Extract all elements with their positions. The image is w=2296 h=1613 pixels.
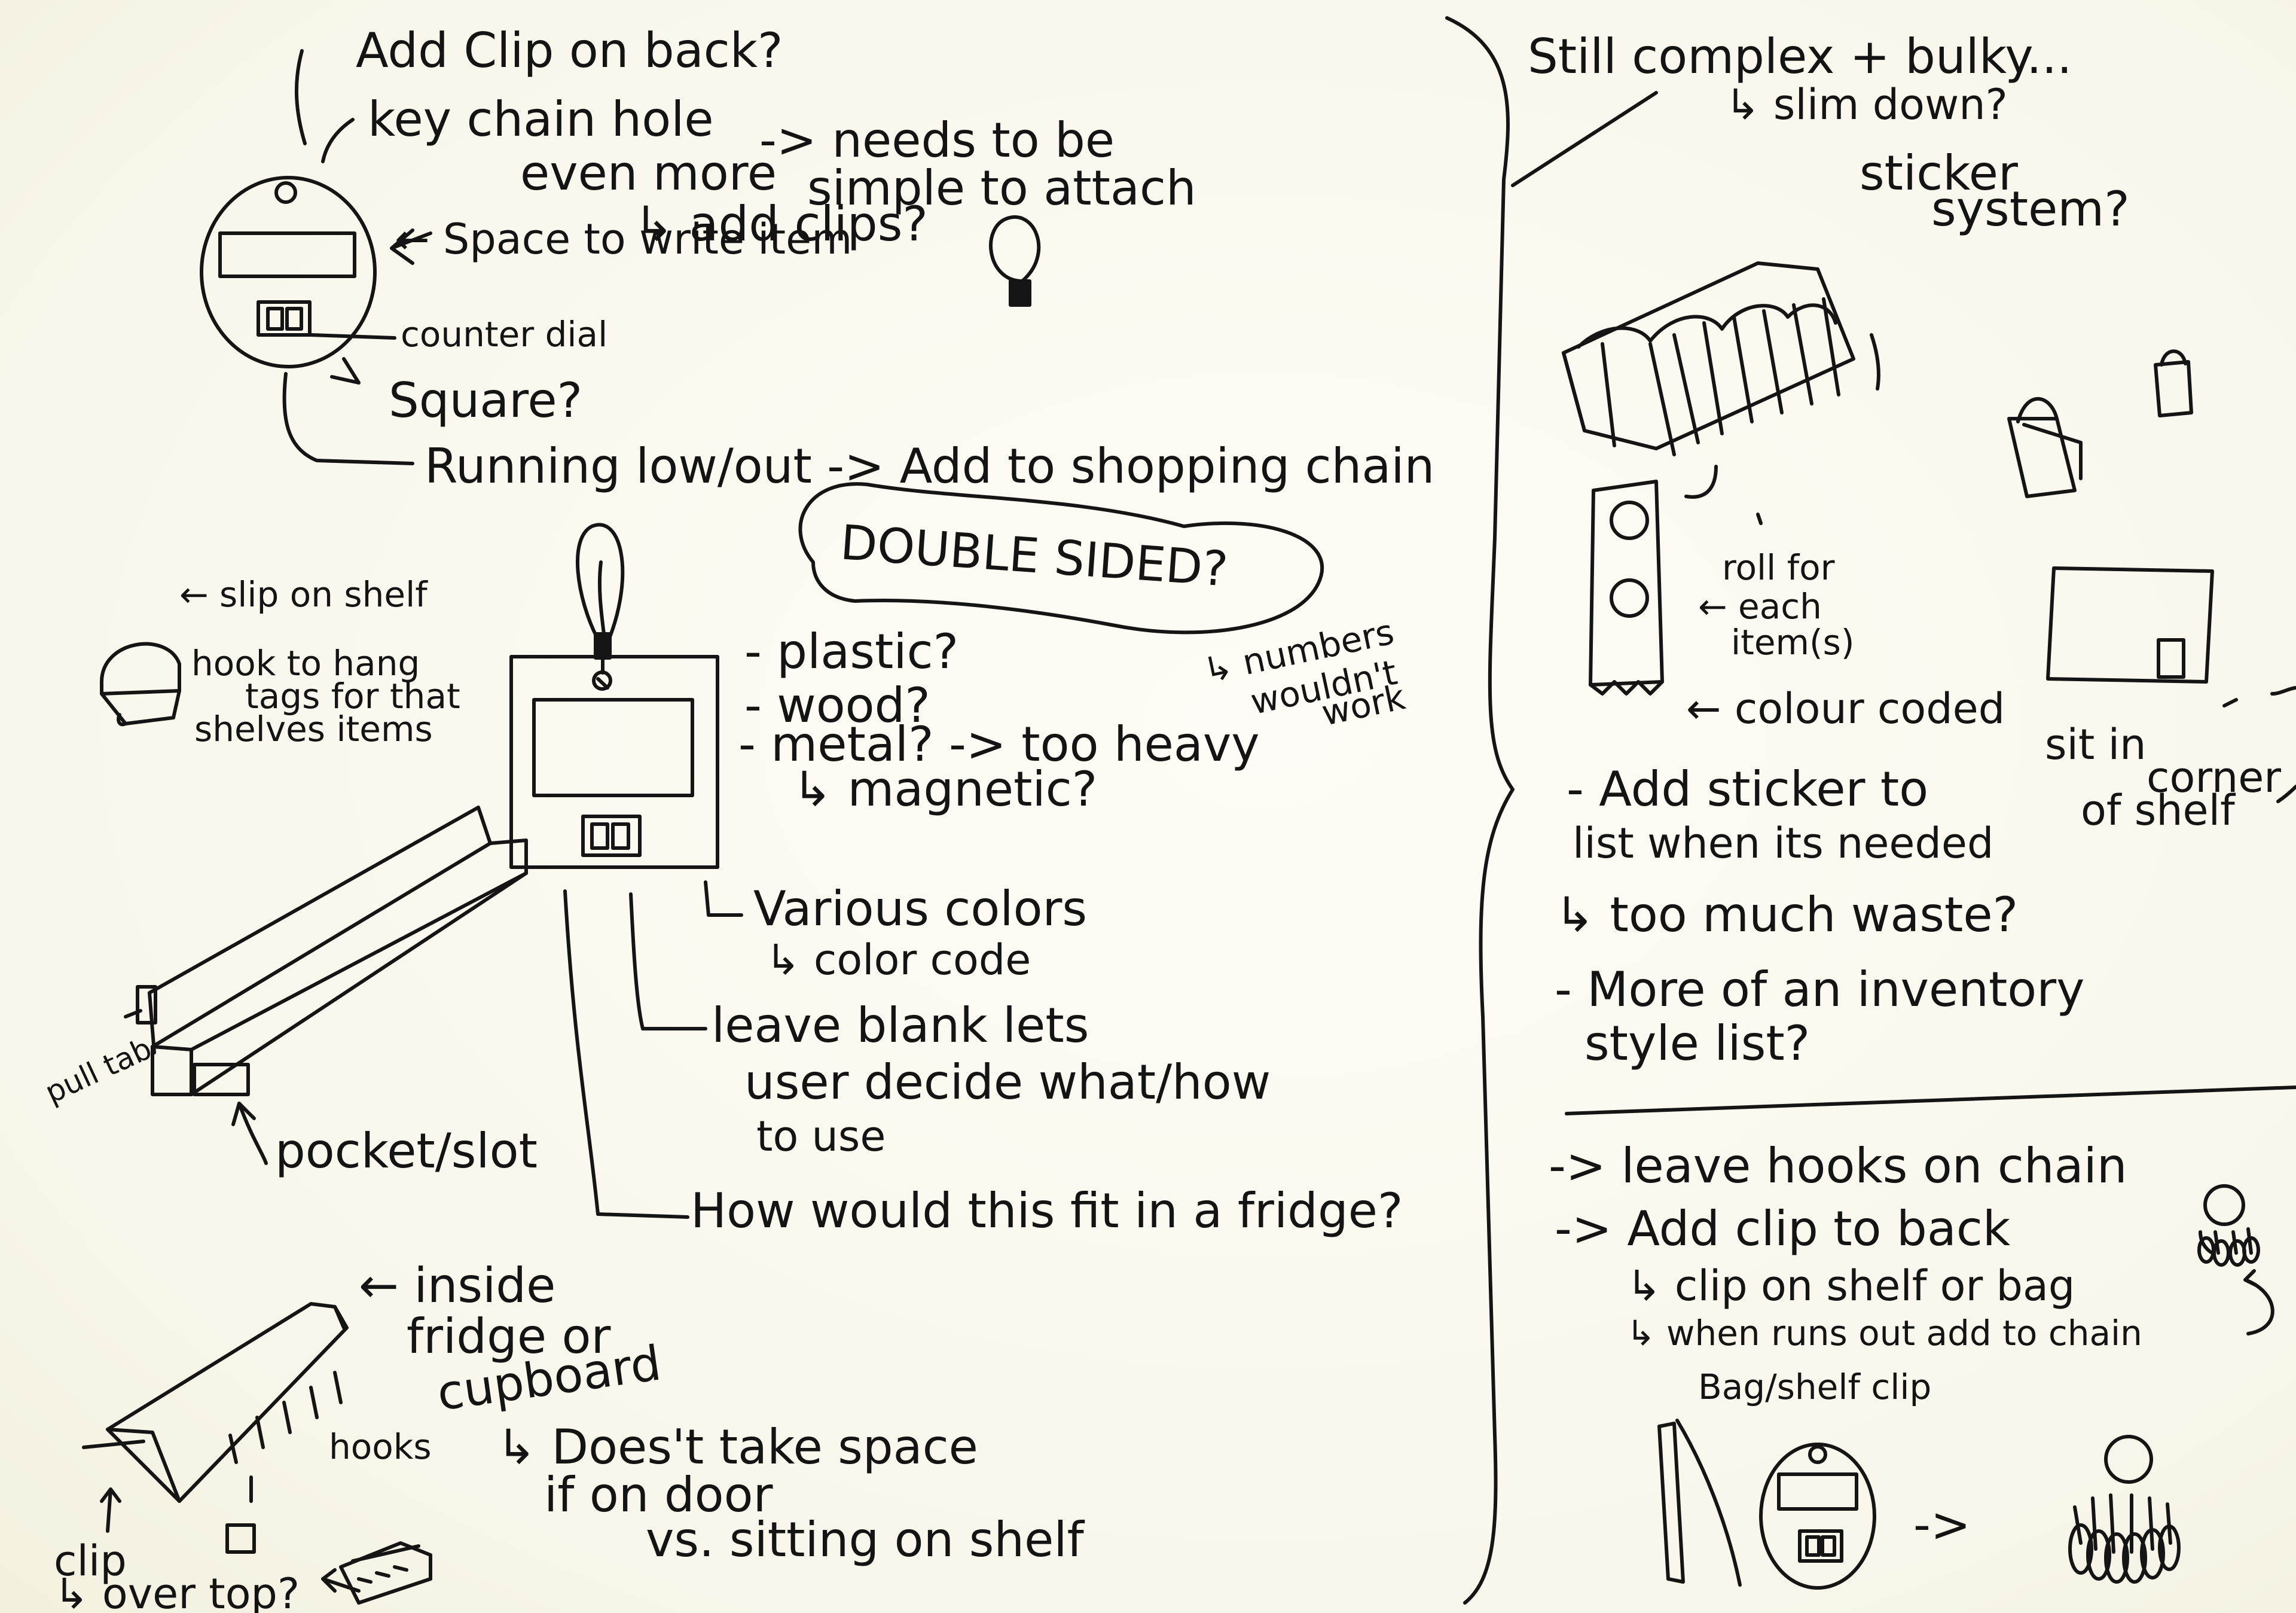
metal-note: - metal? -> too heavy: [738, 716, 1260, 772]
transform-arrow: ->: [1913, 1497, 1971, 1553]
keyring-sketch: [2068, 1435, 2181, 1584]
plastic-note: - plastic?: [744, 624, 959, 679]
lightbulb-sketch: [989, 215, 1041, 307]
running-low-note: Running low/out -> Add to shopping chain: [425, 438, 1435, 494]
sticker-note: sticker: [1860, 145, 2018, 201]
add-clip-back-note: -> Add clip to back: [1555, 1201, 2011, 1257]
if-on-door-note: if on door: [544, 1467, 773, 1523]
clip-label: clip: [54, 1536, 127, 1585]
when-runs-out-note: ↳ when runs out add to chain: [1626, 1313, 2142, 1353]
corner-shelf-sketch: [2046, 566, 2296, 803]
simple-attach-note: simple to attach: [807, 160, 1196, 216]
bag-clip-sketch: [1657, 1419, 1876, 1590]
over-top-note: ↳ over top?: [54, 1569, 300, 1613]
user-decide-note: user decide what/how: [744, 1054, 1271, 1110]
leave-blank-note: leave blank lets: [712, 998, 1089, 1053]
magnetic-note: ↳ magnetic?: [792, 761, 1098, 817]
list-when-note: list when its needed: [1573, 819, 1994, 868]
page-divider-brace: [1445, 16, 1515, 1605]
of-shelf-note: of shelf: [2081, 786, 2235, 835]
items-note: item(s): [1731, 622, 1855, 663]
sit-in-note: sit in: [2045, 720, 2147, 769]
add-clip-note: Add Clip on back?: [356, 23, 783, 78]
slip-on-shelf-sketch: [100, 642, 181, 727]
hook-note-line1: hook to hang: [191, 643, 420, 684]
corner-note: corner: [2147, 753, 2282, 802]
bag-sketch: [2007, 349, 2193, 498]
right-page-rule: [1565, 1086, 2296, 1115]
brace-pointer: [1511, 91, 1658, 187]
slip-on-shelf-note: ← slip on shelf: [179, 574, 428, 615]
space-to-write-note: ← Space to write item: [395, 215, 853, 264]
inside-note: ← inside: [359, 1258, 556, 1313]
bag-shelf-clip-label: Bag/shelf clip: [1698, 1367, 1932, 1407]
round-tag-sketch: [200, 49, 432, 465]
too-much-waste-note: ↳ too much waste?: [1555, 887, 2019, 943]
wood-note: - wood?: [744, 678, 930, 733]
hook-rack-sketch: [82, 1302, 432, 1605]
roll-for-note: roll for: [1722, 547, 1835, 588]
various-colors-note: Various colors: [753, 881, 1088, 937]
sticker-dispenser-sketch: [1562, 261, 1880, 456]
pocket-slot-label: pocket/slot: [275, 1123, 538, 1179]
hook-note-line2: tags for that: [245, 676, 460, 716]
fridge-question-note: How would this fit in a fridge?: [691, 1183, 1403, 1239]
color-code-note: ↳ color code: [765, 935, 1031, 984]
needs-to-be-note: -> needs to be: [759, 112, 1115, 168]
still-complex-note: Still complex + bulky...: [1528, 29, 2072, 84]
hook-note-line3: shelves items: [194, 709, 433, 749]
inventory-note: - More of an inventory: [1555, 962, 2085, 1017]
add-clips-note: ↳ add clips?: [634, 196, 928, 252]
add-sticker-note: - Add sticker to: [1567, 761, 1929, 817]
hanging-tag-sketch: [509, 523, 743, 1219]
counter-dial-label: counter dial: [401, 314, 608, 355]
vs-sitting-note: vs. sitting on shelf: [646, 1512, 1084, 1568]
fridge-or-note: fridge or: [407, 1309, 611, 1364]
to-use-note: to use: [756, 1112, 886, 1161]
hooks-label: hooks: [329, 1426, 432, 1467]
clip-on-shelf-note: ↳ clip on shelf or bag: [1626, 1261, 2075, 1310]
double-sided-bubble: [798, 482, 1324, 635]
leave-hooks-note: -> leave hooks on chain: [1549, 1138, 2127, 1194]
each-note: ← each: [1698, 586, 1822, 627]
keychain-hole-note: key chain hole: [368, 92, 714, 147]
system-note: system?: [1931, 181, 2130, 237]
style-list-note: style list?: [1584, 1016, 1810, 1071]
sticker-roll-sketch: [1589, 465, 1763, 696]
slim-down-note: ↳ slim down?: [1725, 80, 2008, 129]
even-more-note: even more: [520, 145, 777, 201]
shelf-box-sketch: [124, 806, 528, 1165]
square-note: Square?: [389, 373, 583, 428]
doesnt-take-space-note: ↳ Does't take space: [496, 1419, 978, 1475]
small-keyring-sketch: [2197, 1184, 2274, 1335]
colour-coded-note: ← colour coded: [1686, 684, 2005, 733]
